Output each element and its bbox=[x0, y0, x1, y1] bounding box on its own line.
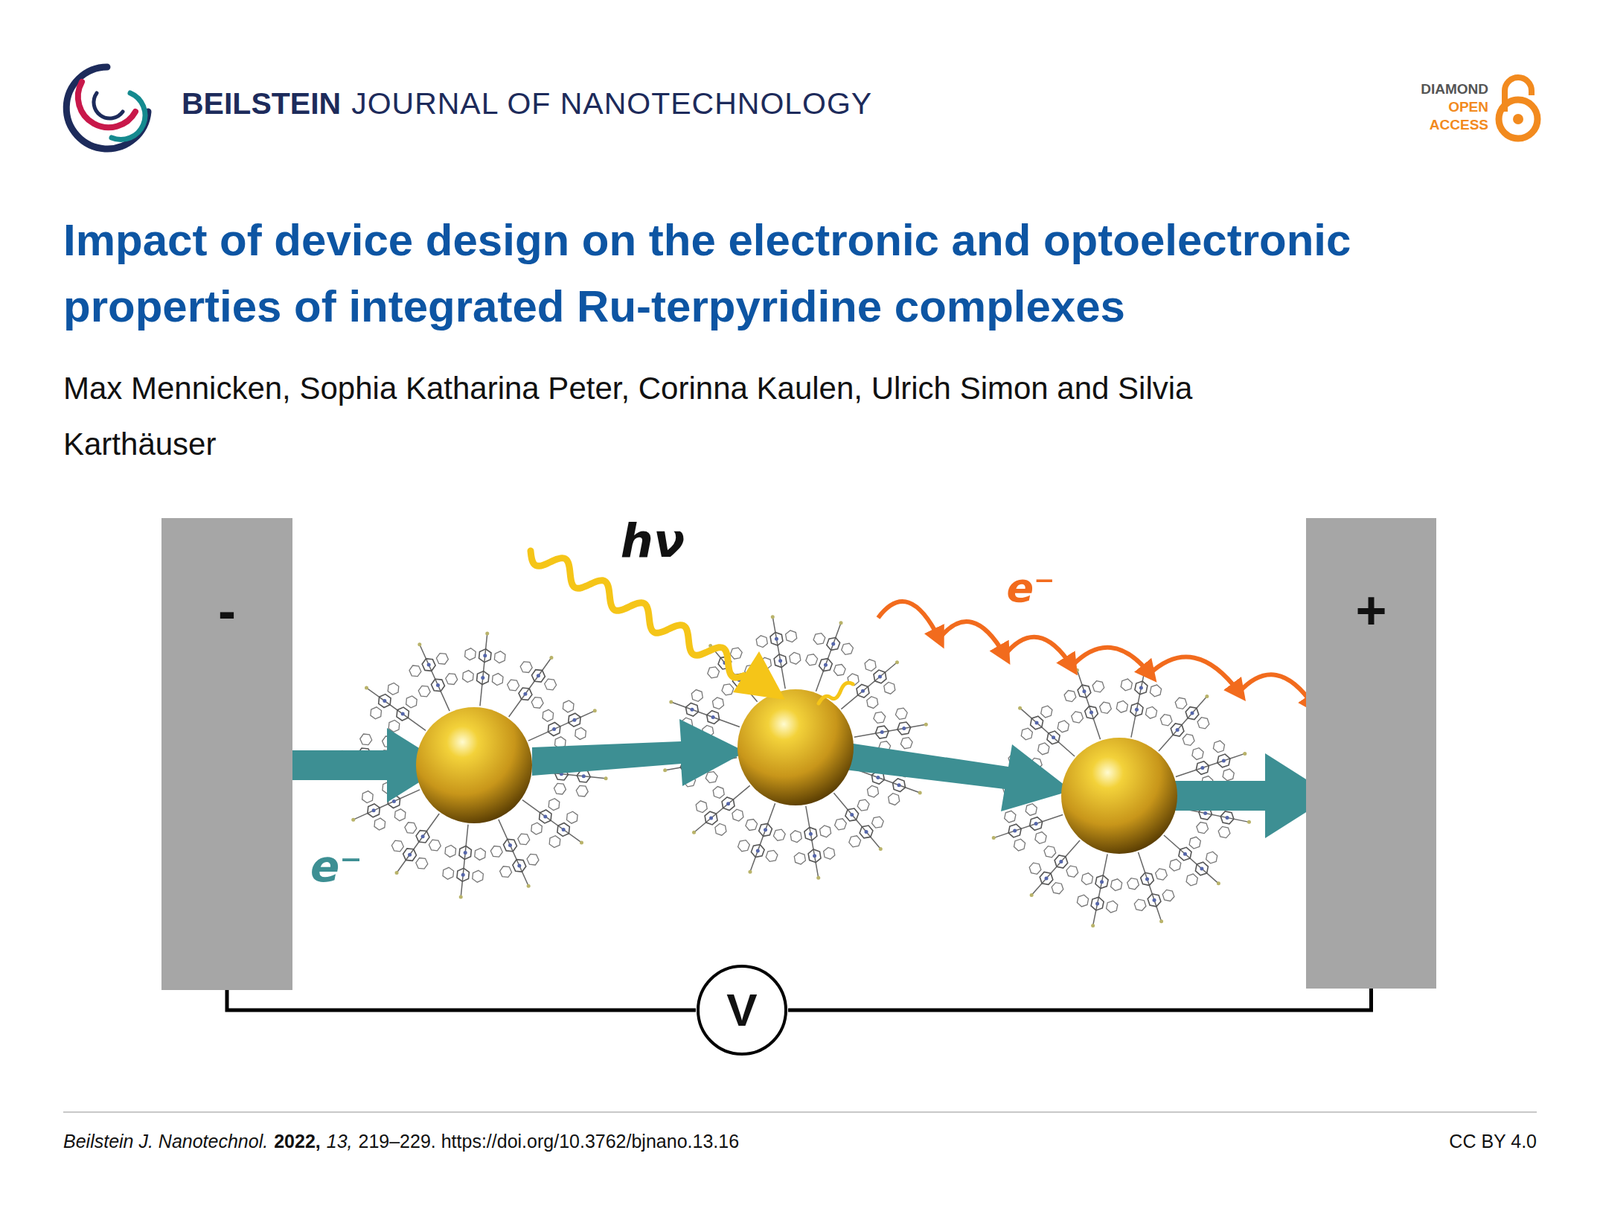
circuit-wire bbox=[788, 988, 1372, 1010]
label-group: DIAMONDOPENACCESS bbox=[1420, 80, 1489, 134]
citation: 2022, bbox=[273, 1130, 321, 1152]
license: CC BY 4.0 bbox=[1448, 1130, 1537, 1152]
node-label: - bbox=[218, 583, 236, 638]
footer-rule bbox=[63, 1111, 1537, 1113]
access-badge: OPEN bbox=[1448, 98, 1489, 117]
open-access-icon bbox=[1498, 77, 1538, 139]
journal-name: JOURNAL OF NANOTECHNOLOGY bbox=[351, 86, 873, 122]
label-group: Beilstein J. Nanotechnol.2022,13,219–229… bbox=[63, 1130, 739, 1152]
label-group: BEILSTEIN JOURNAL OF NANOTECHNOLOGY bbox=[181, 86, 873, 122]
electron-symbol: e⁻ bbox=[305, 843, 367, 891]
circuit-wire bbox=[226, 989, 696, 1010]
electrode: + bbox=[1306, 517, 1437, 989]
hopping-arrows bbox=[878, 601, 1314, 706]
citation: Beilstein J. Nanotechnol. bbox=[63, 1130, 268, 1152]
access-badge: ACCESS bbox=[1429, 116, 1489, 134]
gold-nanoparticles bbox=[416, 689, 1178, 854]
paper-title: Impact of device design on the electroni… bbox=[63, 206, 1545, 340]
node-label: V bbox=[726, 986, 757, 1033]
electron-symbol: e⁻ bbox=[1001, 565, 1059, 610]
photon-arrow bbox=[530, 550, 853, 704]
citation: 13, bbox=[326, 1130, 353, 1152]
voltmeter-circle bbox=[698, 965, 786, 1054]
ligand-shells bbox=[340, 614, 1251, 928]
node-label: + bbox=[1355, 583, 1387, 638]
access-badge: DIAMOND bbox=[1420, 80, 1489, 99]
photon-symbol: hν bbox=[616, 515, 690, 567]
journal-logo bbox=[66, 66, 149, 149]
voltmeter-symbol: V bbox=[695, 963, 789, 1056]
electrode: - bbox=[161, 517, 293, 990]
citation: 219–229. https://doi.org/10.3762/bjnano.… bbox=[358, 1130, 740, 1152]
journal-name: BEILSTEIN bbox=[181, 86, 341, 122]
author-list: Max Mennicken, Sophia Katharina Peter, C… bbox=[63, 360, 1269, 472]
